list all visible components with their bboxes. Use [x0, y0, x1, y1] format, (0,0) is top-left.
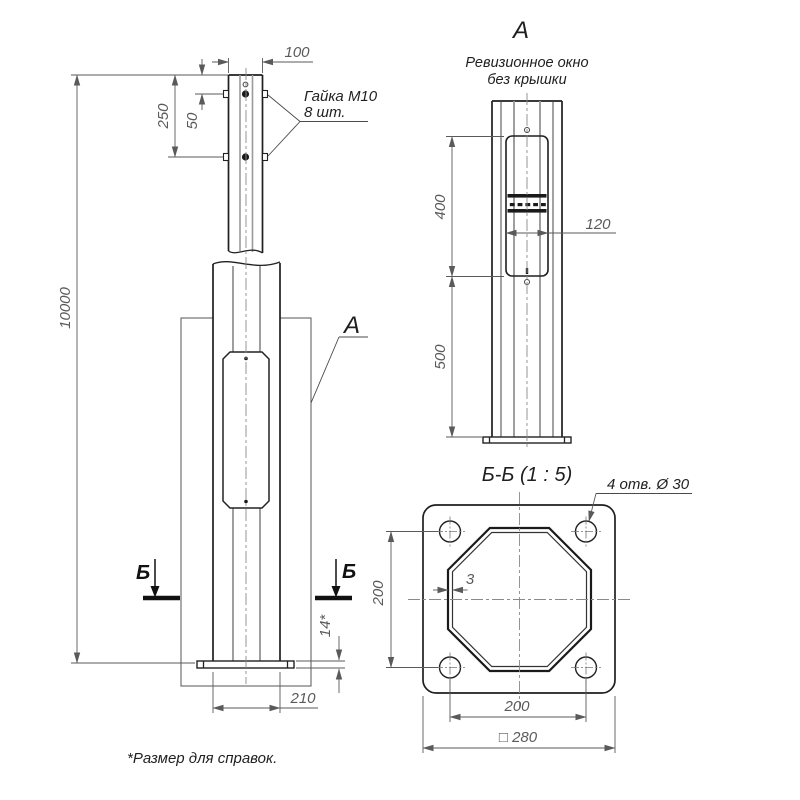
bolt-head-1 [241, 90, 250, 98]
bolt-holes [435, 516, 601, 683]
nut-right-1 [261, 89, 269, 99]
base-plate-front [196, 660, 295, 669]
window-screw-hole-top [524, 127, 530, 133]
dim-100-label: 100 [284, 44, 310, 61]
base-plate-outline [196, 660, 295, 669]
dim-window-height: 400 [432, 136, 456, 277]
dim-base-width: 210 [212, 690, 318, 712]
dim-bolt-span: 250 [155, 74, 179, 158]
dim-plate-thickness: 14* [317, 614, 343, 693]
dim-200v-label: 200 [370, 580, 387, 607]
dim-14-label: 14* [317, 614, 334, 638]
hole-center-marks [435, 516, 601, 683]
nut-callout-line2: 8 шт. [304, 104, 345, 121]
tube-top-hole [242, 81, 249, 88]
dim-120-label: 120 [585, 216, 611, 233]
terminal-rail-top [507, 194, 547, 198]
section-cut-marker-right: Б [315, 559, 356, 601]
dim-50-label: 50 [184, 112, 201, 129]
dim-top-width: 100 [212, 44, 313, 66]
hole-callout-label: 4 отв. Ø 30 [607, 476, 690, 493]
terminal-rail-bottom [507, 209, 547, 213]
dim-280-label: □ 280 [499, 729, 538, 746]
reference-footnote: *Размер для справок. [127, 750, 277, 767]
nut-callout: Гайка М10 8 шт. [267, 88, 378, 157]
view-a-subtitle1: Ревизионное окно [465, 55, 588, 71]
view-a-extension-lines [446, 136, 504, 438]
dim-window-width: 120 [505, 216, 616, 237]
dim-200h-label: 200 [503, 698, 530, 715]
break-line-lower [212, 261, 281, 267]
dim-250-label: 250 [155, 103, 172, 130]
dim-400-label: 400 [432, 194, 449, 220]
detail-a-callout: А [310, 312, 368, 404]
break-line-upper [228, 249, 263, 254]
nut-right-2 [261, 152, 269, 162]
dim-hole-spacing-horizontal: 200 [449, 698, 587, 721]
section-bb: Б-Б (1 : 5) 4 отв. Ø 30 [370, 464, 692, 753]
dim-hole-spacing-vertical: 200 [370, 531, 395, 668]
nut-callout-line1: Гайка М10 [304, 88, 378, 105]
cut-arrow-right-head [331, 586, 341, 598]
bolt-head-2 [241, 153, 250, 161]
dim-lower-span: 500 [432, 276, 456, 438]
cut-arrow-left-head [150, 586, 160, 598]
front-view: 100 50 250 10000 210 14* [57, 44, 378, 713]
nut-left-1 [222, 89, 230, 99]
view-a-subtitle2: без крышки [487, 72, 566, 88]
view-a: А Ревизионное окно без крышки [432, 17, 616, 450]
section-letter-right: Б [342, 561, 356, 583]
section-bb-title: Б-Б (1 : 5) [482, 464, 573, 486]
dim-first-bolt: 50 [184, 59, 206, 129]
pole-top-tube [222, 74, 269, 254]
dim-3-label: 3 [466, 571, 475, 588]
dim-500-label: 500 [432, 344, 449, 370]
dim-210-label: 210 [289, 690, 316, 707]
cover-screw-bottom [244, 499, 248, 504]
view-a-pole [482, 93, 572, 450]
nut-left-2 [222, 152, 230, 162]
view-a-title: А [511, 17, 529, 44]
section-extension-lines [386, 531, 616, 753]
section-cut-marker-left: Б [136, 559, 180, 601]
terminal-blocks [509, 203, 546, 207]
front-extension-lines [71, 58, 345, 713]
section-letter-left: Б [136, 562, 150, 584]
hole-callout: 4 отв. Ø 30 [588, 476, 692, 522]
dim-total-height: 10000 [57, 74, 81, 664]
dim-plate-square: □ 280 [422, 729, 616, 752]
dim-10000-label: 10000 [57, 286, 74, 328]
detail-a-letter: А [342, 312, 360, 339]
dim-wall-thickness: 3 [433, 571, 475, 594]
